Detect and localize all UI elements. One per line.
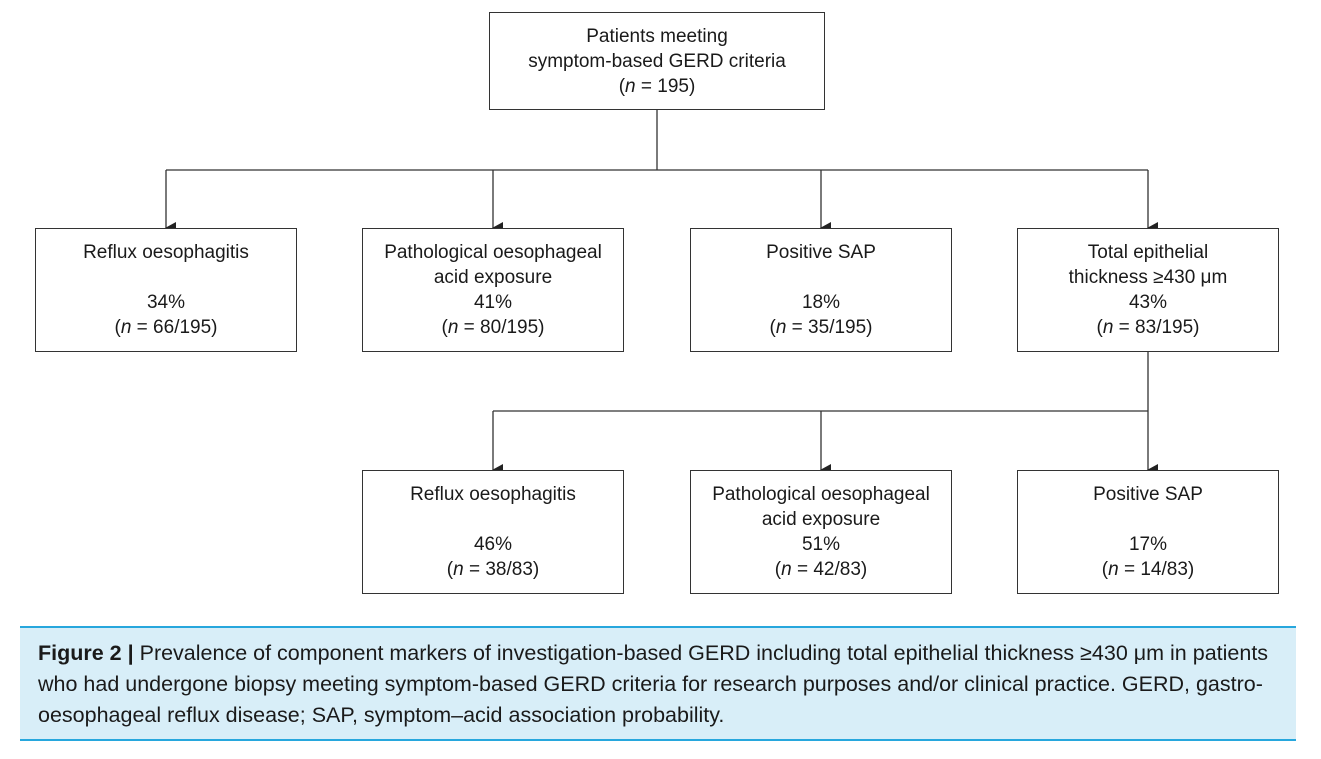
flowchart-connectors bbox=[165, 110, 1158, 476]
subnode-reflux-oesophagitis: Reflux oesophagitis 46% (n = 38/83) bbox=[362, 470, 624, 594]
node-label-line1: Positive SAP bbox=[766, 242, 876, 263]
node-label-line1: Reflux oesophagitis bbox=[83, 242, 249, 263]
figure-caption: Figure 2 | Prevalence of component marke… bbox=[20, 626, 1296, 741]
node-count: (n = 38/83) bbox=[446, 559, 540, 580]
node-count: (n = 35/195) bbox=[769, 317, 873, 338]
node-percentage: 18% bbox=[801, 292, 841, 313]
node-count: (n = 66/195) bbox=[114, 317, 218, 338]
subnode-positive-sap: Positive SAP 17% (n = 14/83) bbox=[1017, 470, 1279, 594]
node-epithelial-thickness: Total epithelial thickness ≥430 μm 43% (… bbox=[1017, 228, 1279, 352]
node-label-line2: acid exposure bbox=[761, 509, 881, 530]
node-percentage: 17% bbox=[1128, 534, 1168, 555]
node-percentage: 51% bbox=[801, 534, 841, 555]
root-node-line1: Patients meeting bbox=[586, 26, 728, 47]
node-percentage: 41% bbox=[473, 292, 513, 313]
node-percentage: 46% bbox=[473, 534, 513, 555]
node-label-line1: Positive SAP bbox=[1093, 484, 1203, 505]
node-count: (n = 83/195) bbox=[1096, 317, 1200, 338]
figure-caption-label: Figure 2 | bbox=[38, 641, 134, 665]
node-acid-exposure: Pathological oesophageal acid exposure 4… bbox=[362, 228, 624, 352]
node-label-line1: Total epithelial bbox=[1087, 242, 1209, 263]
flowchart: Patients meeting symptom-based GERD crit… bbox=[35, 12, 1279, 594]
figure-caption-text: Prevalence of component markers of inves… bbox=[38, 641, 1269, 727]
node-label-line1: Reflux oesophagitis bbox=[410, 484, 576, 505]
node-percentage: 34% bbox=[146, 292, 186, 313]
node-label-line2: acid exposure bbox=[433, 267, 553, 288]
node-label-line2: thickness ≥430 μm bbox=[1068, 267, 1228, 288]
node-label-line2-empty bbox=[1018, 507, 1278, 532]
node-count: (n = 42/83) bbox=[774, 559, 868, 580]
root-node-line2: symptom-based GERD criteria bbox=[528, 51, 786, 72]
node-count: (n = 80/195) bbox=[441, 317, 545, 338]
root-node-count: (n = 195) bbox=[618, 76, 696, 97]
node-label-line2-empty bbox=[363, 507, 623, 532]
subnode-acid-exposure: Pathological oesophageal acid exposure 5… bbox=[690, 470, 952, 594]
node-label-line1: Pathological oesophageal bbox=[384, 242, 602, 263]
node-count: (n = 14/83) bbox=[1101, 559, 1195, 580]
node-label-line2-empty bbox=[691, 265, 951, 290]
node-label-line2-empty bbox=[36, 265, 296, 290]
node-reflux-oesophagitis: Reflux oesophagitis 34% (n = 66/195) bbox=[35, 228, 297, 352]
node-percentage: 43% bbox=[1128, 292, 1168, 313]
root-node-box: Patients meeting symptom-based GERD crit… bbox=[489, 12, 825, 110]
node-positive-sap: Positive SAP 18% (n = 35/195) bbox=[690, 228, 952, 352]
node-label-line1: Pathological oesophageal bbox=[712, 484, 930, 505]
